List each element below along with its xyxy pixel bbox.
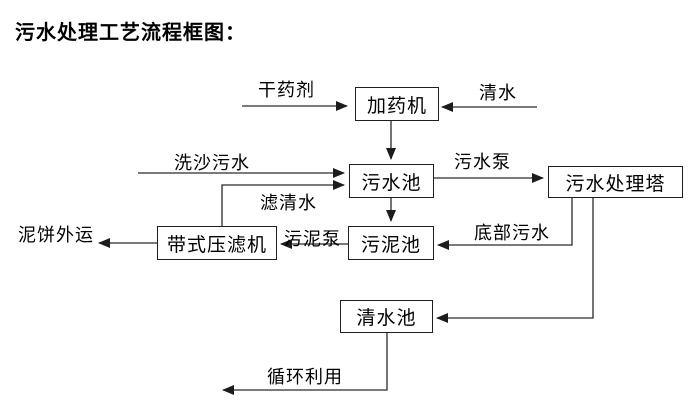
node-dosing-machine: 加药机 bbox=[355, 87, 439, 121]
label-sand-washing-sewage: 洗沙污水 bbox=[174, 153, 250, 174]
arrow-tower-to-clean-water-pool bbox=[436, 198, 594, 323]
label-recycle-use: 循环利用 bbox=[267, 367, 343, 388]
label-dry-agent: 干药剂 bbox=[258, 80, 315, 101]
node-clean-water-pool: 清水池 bbox=[340, 300, 433, 333]
node-sewage-pool: 污水池 bbox=[349, 164, 434, 198]
label-sewage-pump: 污水泵 bbox=[454, 152, 511, 173]
label-filtered-water: 滤清水 bbox=[260, 193, 317, 214]
arrow-clean-water-pool-to-recycle bbox=[222, 333, 388, 395]
label-clean-water: 清水 bbox=[479, 83, 517, 104]
node-sludge-pool: 污泥池 bbox=[348, 226, 434, 260]
node-sewage-treatment-tower: 污水处理塔 bbox=[548, 166, 683, 198]
label-sludge-pump: 污泥泵 bbox=[284, 229, 341, 250]
label-mud-cake-out: 泥饼外运 bbox=[18, 225, 94, 246]
arrow-filtered-water-to-sewage-pool bbox=[221, 180, 345, 226]
label-bottom-sewage: 底部污水 bbox=[474, 223, 550, 244]
arrow-tower-bottom-sewage-to-sludge-pool bbox=[437, 198, 573, 250]
node-belt-filter-press: 带式压滤机 bbox=[157, 226, 277, 260]
diagram-title: 污水处理工艺流程框图： bbox=[15, 20, 246, 44]
